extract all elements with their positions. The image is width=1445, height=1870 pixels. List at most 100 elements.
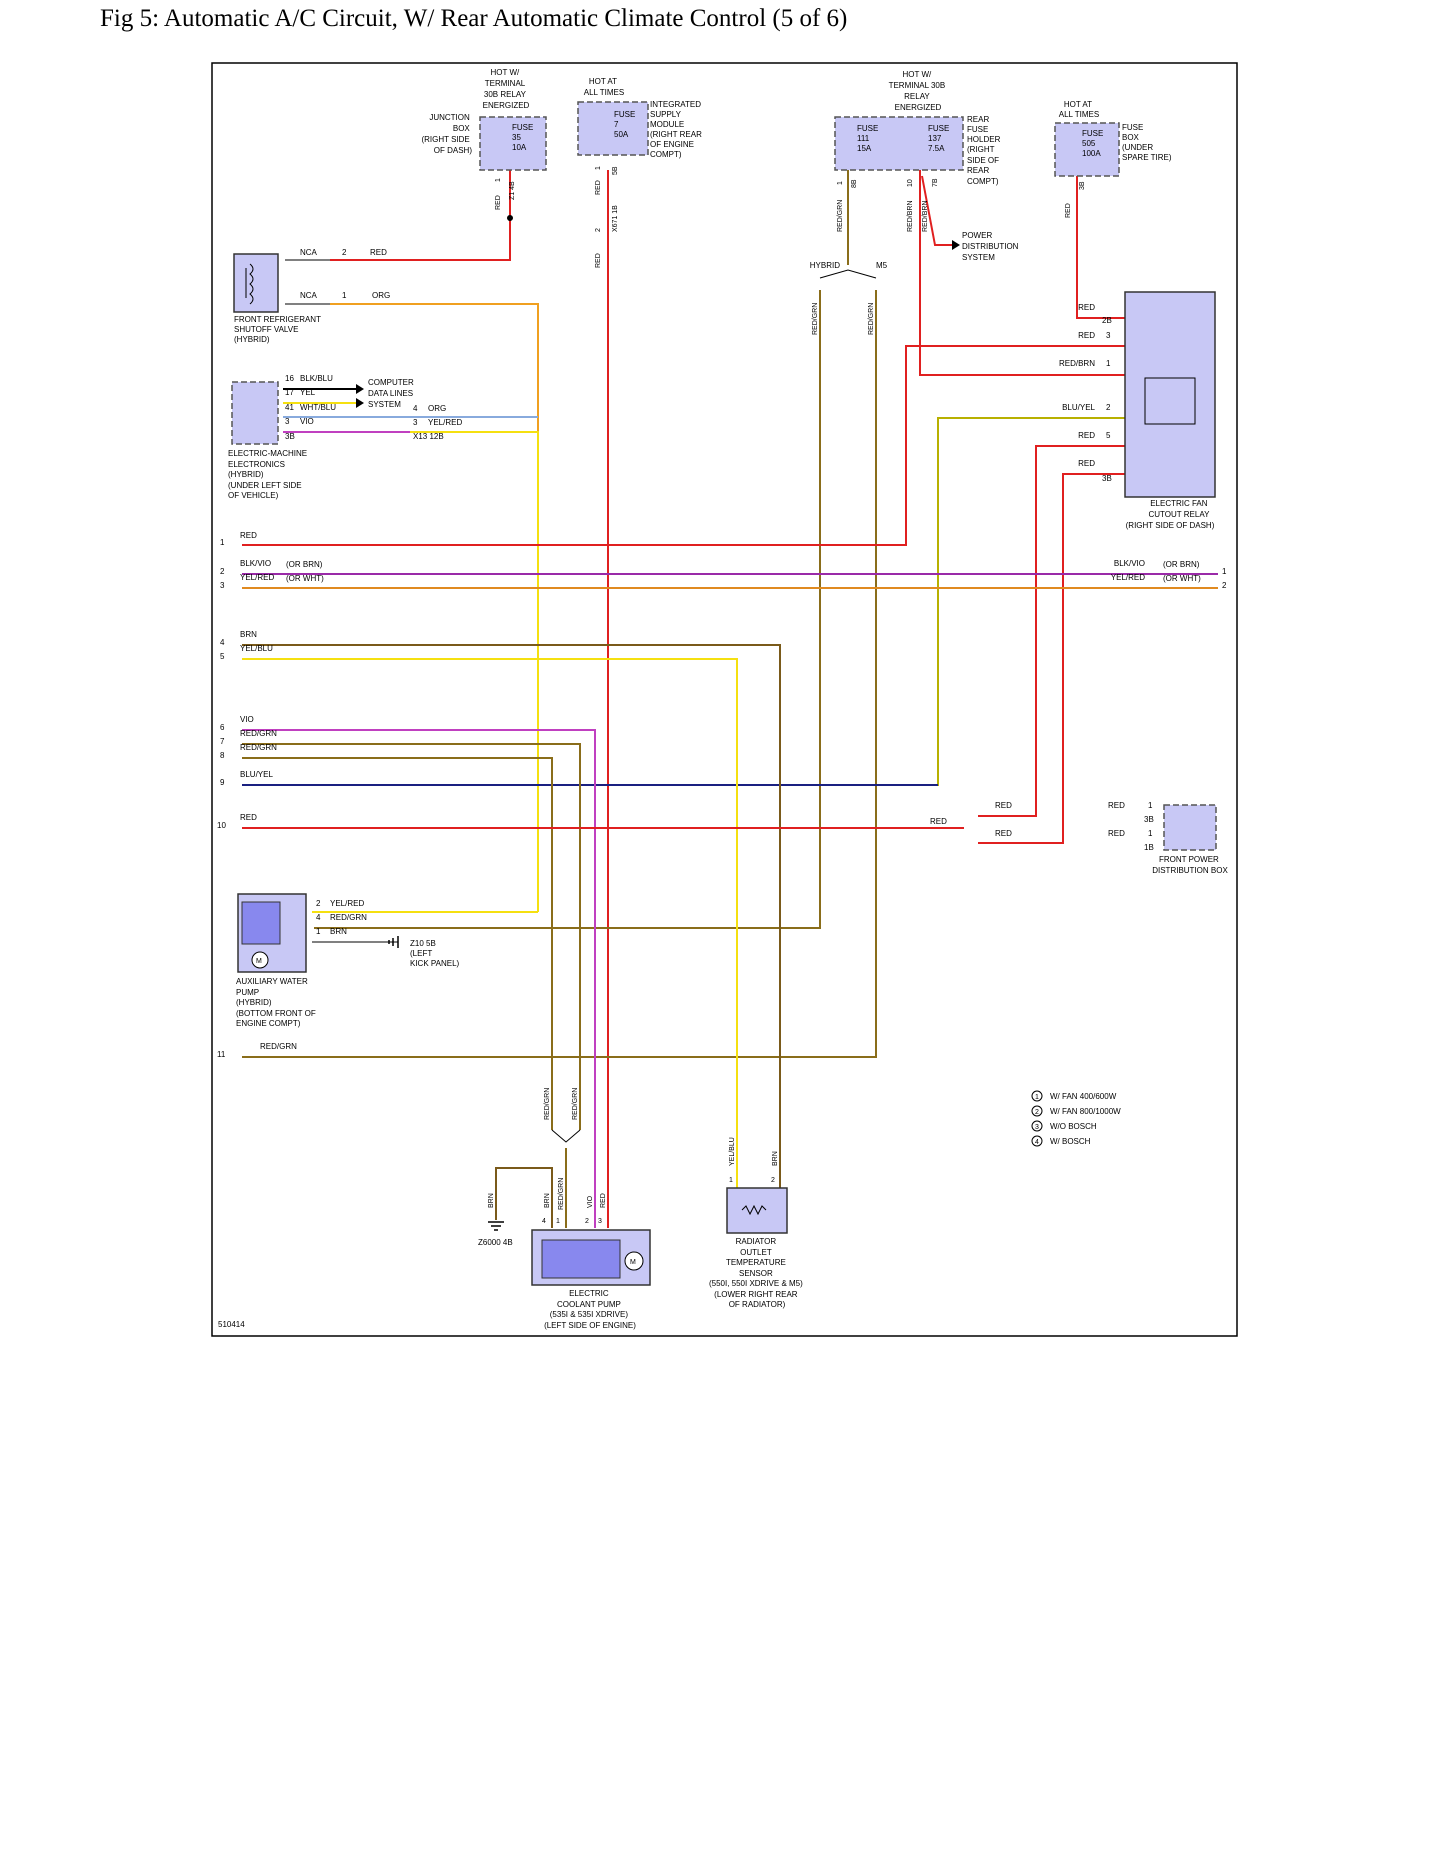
rfh-pin-a: 1: [837, 181, 844, 185]
rfh-conn-a: 8B: [851, 179, 858, 188]
fan-relay-box: [1124, 291, 1216, 498]
lc-num-6: 6: [220, 723, 225, 732]
lc-wire-1: RED: [240, 531, 257, 540]
me-data-lines: COMPUTER DATA LINES SYSTEM: [368, 378, 416, 409]
sensor-resistor-icon: [741, 1204, 767, 1216]
diagram-id: 510414: [218, 1320, 245, 1329]
junction-box: [479, 116, 547, 171]
legend-key-1-icon: [1031, 1090, 1043, 1102]
wire-circ-5-yelblu: [242, 658, 738, 1188]
wire-x13-yel-red: [410, 431, 539, 912]
lc-wire-2: BLK/VIO: [240, 559, 271, 568]
wire-z1-red: [330, 170, 511, 261]
sv-label: FRONT REFRIGERANT SHUTOFF VALVE (HYBRID): [234, 315, 323, 344]
fpd-wire-2: RED: [1108, 829, 1125, 838]
wire-circ-8-redgrn: [242, 757, 553, 1130]
sv-pin-2: 1: [342, 291, 347, 300]
ism-pin-bottom: 2: [595, 228, 602, 232]
sv-nca-2: NCA: [300, 291, 318, 300]
ism-hot: HOT AT ALL TIMES: [584, 77, 624, 97]
me-pin-1: 16: [285, 374, 294, 383]
aux-motor-icon: [251, 951, 269, 969]
rc-alt-2: (OR WHT): [1163, 574, 1201, 583]
components: [231, 101, 1217, 1286]
rs-label: RADIATOR OUTLET TEMPERATURE SENSOR (550I…: [709, 1237, 805, 1309]
wire-shutoff-org: [330, 303, 539, 912]
fpd-conn-2: 1B: [1144, 843, 1154, 852]
wire-hybrid-split: [819, 269, 877, 279]
me-wire-2: YEL: [300, 388, 316, 397]
jb-wire: RED: [495, 195, 502, 210]
sv-wire-2: ORG: [372, 291, 390, 300]
rfh-wire-a: RED/GRN: [837, 200, 844, 232]
aux-wire-3: BRN: [330, 927, 347, 936]
relay-pin-6: 3B: [1102, 474, 1112, 483]
data-line-arrow-1: [356, 384, 364, 394]
me-pin-2: 17: [285, 388, 294, 397]
cp-wire-2: RED/GRN: [558, 1178, 565, 1210]
legend-key-1: 1: [1035, 1094, 1039, 1101]
lc-num-7: 7: [220, 737, 225, 746]
cp-ground: Z6000 4B: [478, 1238, 513, 1247]
rc-num-2: 2: [1222, 581, 1227, 590]
fpd-pin-1: 1: [1148, 801, 1153, 810]
relay-inner-box: [1144, 377, 1196, 425]
hybrid-wire-b: RED/GRN: [868, 303, 875, 335]
me-pin-4: 3: [285, 417, 290, 426]
wire-circ-6-vio: [242, 729, 596, 1228]
wire-circ-4-brn: [242, 644, 781, 1188]
relay-pin-1: 2B: [1102, 316, 1112, 325]
sv-nca-1: NCA: [300, 248, 318, 257]
legend-key-4-icon: [1031, 1135, 1043, 1147]
cp-ground-wire: BRN: [488, 1193, 495, 1208]
me-wire-1: BLK/BLU: [300, 374, 333, 383]
legend-key-3-icon: [1031, 1120, 1043, 1132]
ism-box: [577, 101, 649, 156]
ism-label: INTEGRATED SUPPLY MODULE (RIGHT REAR OF …: [650, 100, 704, 159]
wires: [242, 170, 1218, 1228]
rfh-label: REAR FUSE HOLDER (RIGHT SIDE OF REAR COM…: [967, 115, 1003, 186]
lc-wire-11: RED/GRN: [260, 1042, 297, 1051]
cp-pin-2: 1: [556, 1218, 560, 1225]
relay-pin-5: 5: [1106, 431, 1111, 440]
fpd-box: [1163, 804, 1217, 851]
aux-wire-2: RED/GRN: [330, 913, 367, 922]
machine-electronics-box: [231, 381, 279, 445]
radiator-sensor-box: [726, 1187, 788, 1234]
ism-fuse: FUSE 7 50A: [614, 110, 638, 139]
spare-fuse-box: [1054, 122, 1120, 177]
wire-relay-red-3b: [978, 473, 1125, 844]
legend-text-1: W/ FAN 400/600W: [1050, 1092, 1117, 1101]
lc-num-3: 3: [220, 581, 225, 590]
wire-shutoff-red-lead: [285, 259, 330, 305]
hybrid-label: HYBRID: [810, 261, 840, 270]
wire-relay-red-5: [978, 445, 1125, 817]
sv-pin-1: 2: [342, 248, 347, 257]
valve-coil-icon: [245, 263, 254, 305]
lc-wire-5: YEL/BLU: [240, 644, 273, 653]
aux-ground: Z10 5B (LEFT KICK PANEL): [410, 939, 460, 968]
cp-split-wire-b: RED/GRN: [572, 1088, 579, 1120]
aux-wire-1: YEL/RED: [330, 899, 364, 908]
relay-pin-2: 3: [1106, 331, 1111, 340]
aux-pin-1: 2: [316, 899, 321, 908]
cp-pin-4: 3: [598, 1218, 602, 1225]
wire-cp-split: [551, 1129, 581, 1143]
rc-wire-2: YEL/RED: [1111, 573, 1145, 582]
wire-circ-7-redgrn: [242, 743, 581, 1130]
lc-wire-3: YEL/RED: [240, 573, 274, 582]
data-line-arrow-2: [356, 398, 364, 408]
rc-alt-1: (OR BRN): [1163, 560, 1200, 569]
aux-label: AUXILIARY WATER PUMP (HYBRID) (BOTTOM FR…: [236, 977, 318, 1028]
lc-alt-3: (OR WHT): [286, 574, 324, 583]
spare-wire: RED: [1065, 203, 1072, 218]
legend-text-2: W/ FAN 800/1000W: [1050, 1107, 1121, 1116]
me-pin-3: 41: [285, 403, 294, 412]
me-conn: 3B: [285, 432, 295, 441]
wire-spare-red: [1076, 176, 1125, 319]
rfh-wire-b: RED/BRN: [907, 200, 914, 232]
lc-alt-2: (OR BRN): [286, 560, 323, 569]
me-label: ELECTRIC-MACHINE ELECTRONICS (HYBRID) (U…: [228, 449, 309, 500]
rc-wire-1: BLK/VIO: [1114, 559, 1145, 568]
rs-wire-1: YEL/BLU: [729, 1137, 736, 1166]
